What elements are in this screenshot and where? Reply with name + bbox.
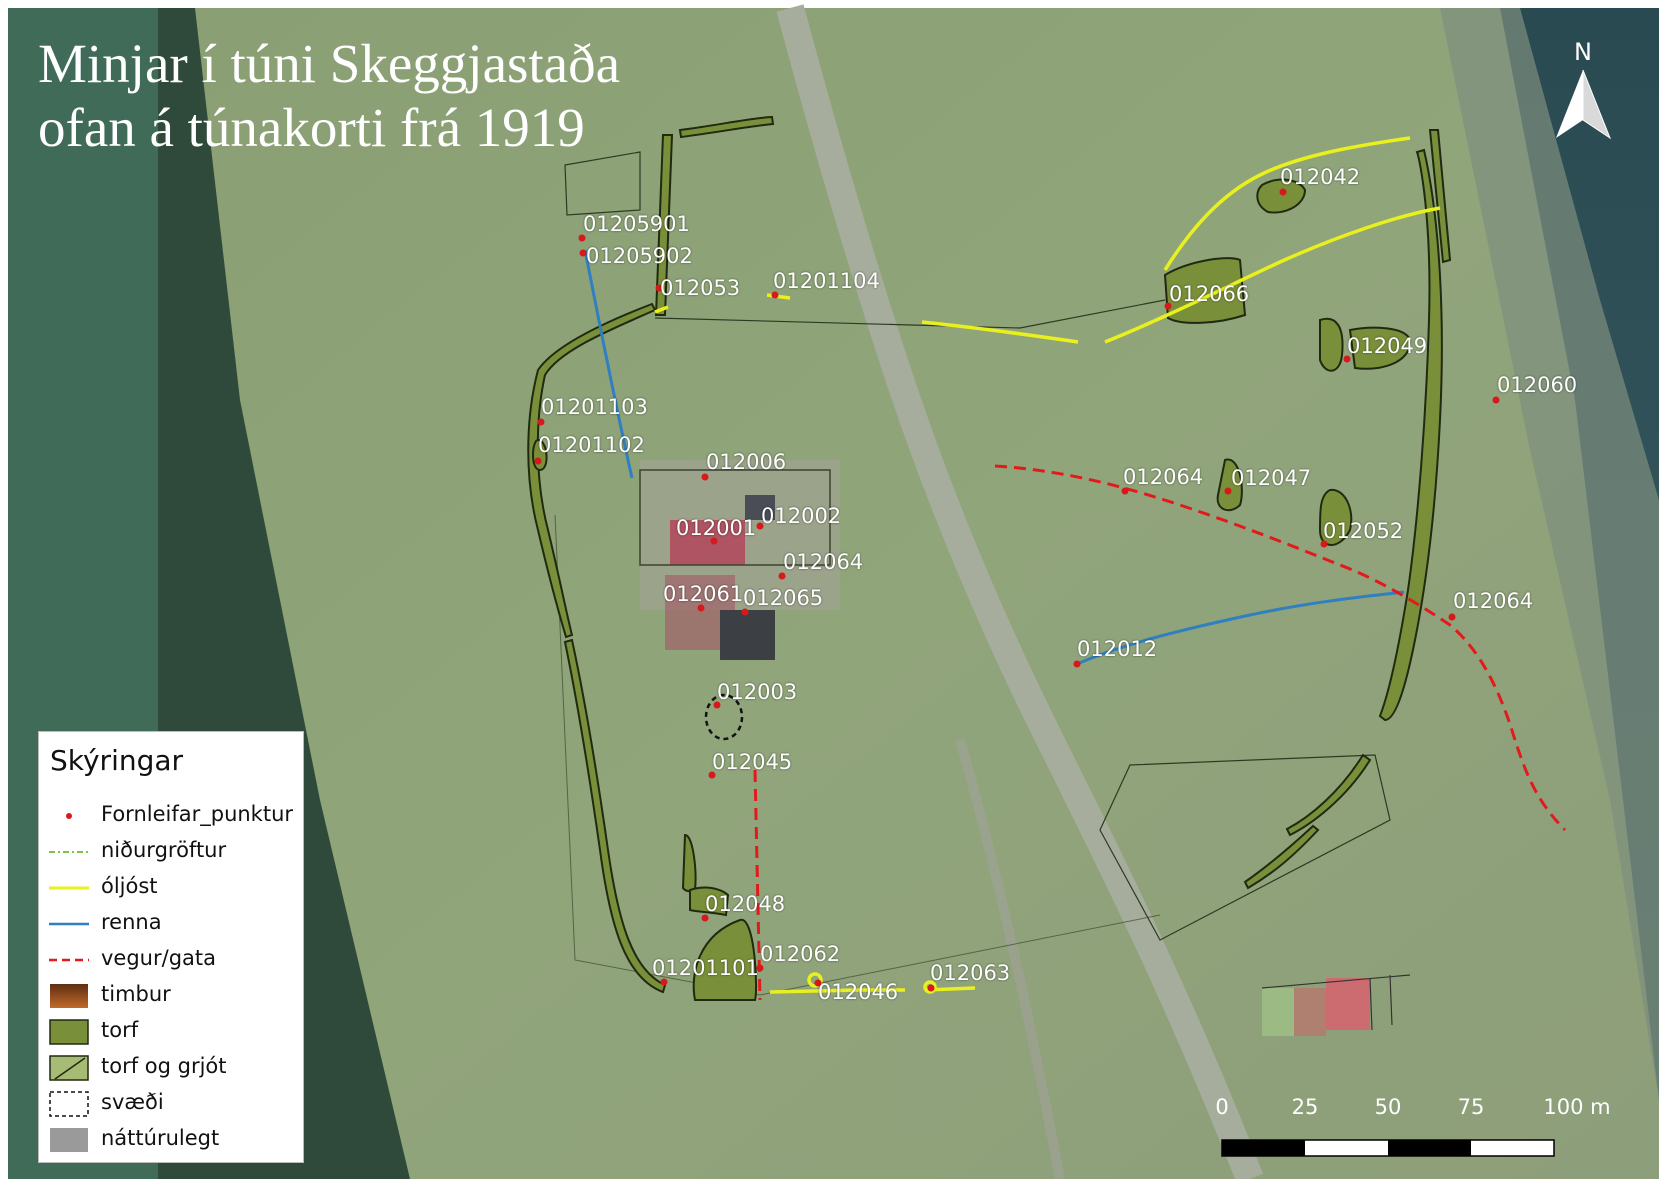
site-label[interactable]: 012053 [660, 276, 741, 300]
roof-red [670, 520, 745, 565]
legend-title: Skýringar [50, 744, 184, 777]
site-label[interactable]: 012064 [783, 550, 864, 574]
map-title-line-1: Minjar í túni Skeggjastaða [38, 33, 620, 94]
naturulegt-swatch-icon [50, 1128, 88, 1152]
scale-tick-label: 50 [1374, 1095, 1402, 1119]
legend-item-naturulegt: náttúrulegt [49, 1123, 299, 1157]
track [955, 738, 1065, 1179]
site-label[interactable]: 012064 [1453, 589, 1534, 613]
dashdot-line-icon [49, 851, 89, 853]
thin-box [564, 151, 641, 216]
small-building [745, 495, 775, 520]
site-label[interactable]: 01201102 [538, 433, 645, 457]
site-label[interactable]: 012049 [1347, 334, 1428, 358]
blue-line-icon [49, 922, 89, 926]
scale-tick-label: 0 [1215, 1095, 1229, 1119]
site-label[interactable]: 012066 [1169, 282, 1250, 306]
site-label[interactable]: 012063 [930, 961, 1011, 985]
legend-item-svaedi: svæði [49, 1087, 299, 1121]
site-label[interactable]: 012061 [663, 582, 744, 606]
map-title: Minjar í túni Skeggjastaða ofan á túnako… [38, 32, 620, 160]
site-label[interactable]: 012045 [712, 750, 793, 774]
site-label[interactable]: 012065 [743, 586, 824, 610]
legend-label: torf og grjót [101, 1054, 227, 1078]
scale-tick-label: 25 [1291, 1095, 1319, 1119]
site-label[interactable]: 01201104 [773, 269, 880, 293]
site-label[interactable]: 012012 [1077, 637, 1158, 661]
site-label[interactable]: 012001 [676, 516, 757, 540]
legend-item-torf-og-grjot: torf og grjót [49, 1051, 299, 1085]
svaedi-area [704, 693, 744, 741]
site-label[interactable]: 012064 [1123, 465, 1204, 489]
main-road [776, 4, 1264, 1179]
legend-label: renna [101, 910, 162, 934]
scale-tick-label: 75 [1457, 1095, 1485, 1119]
house-dark [720, 610, 775, 660]
site-label[interactable]: 01205902 [586, 244, 693, 268]
scale-bar: 0 25 50 75 100 m [1200, 1095, 1620, 1165]
legend-item-vegur: vegur/gata [49, 943, 299, 977]
point-symbol-icon [66, 813, 72, 819]
legend-label: niðurgröftur [101, 838, 227, 862]
site-label[interactable]: 012002 [761, 504, 842, 528]
legend-item-oljost: óljóst [49, 871, 299, 905]
legend-label: Fornleifar_punktur [101, 802, 294, 826]
legend-item-point: Fornleifar_punktur [49, 799, 299, 833]
legend-label: svæði [101, 1090, 164, 1114]
field-overlay [195, 8, 1659, 1179]
fornleifar-points [534, 188, 1500, 992]
site-label[interactable]: 012048 [705, 892, 786, 916]
cemetery-outline [639, 469, 831, 566]
site-label[interactable]: 012062 [760, 942, 841, 966]
oljost-lines [654, 136, 1441, 994]
torf-walls [527, 115, 1452, 1001]
legend-label: óljóst [101, 874, 158, 898]
site-label[interactable]: 012003 [717, 680, 798, 704]
site-label[interactable]: 012052 [1323, 519, 1404, 543]
scale-bar-graphic [1221, 1139, 1555, 1157]
map-title-line-2: ofan á túnakorti frá 1919 [38, 97, 585, 158]
legend-item-renna: renna [49, 907, 299, 941]
legend-item-nidurgroftur: niðurgröftur [49, 835, 299, 869]
legend-label: torf [101, 1018, 139, 1042]
site-label[interactable]: 012047 [1231, 466, 1312, 490]
shore-zone [1440, 8, 1659, 1100]
thin-line [654, 299, 1166, 329]
north-arrow-shape [1556, 69, 1612, 140]
map-legend: Skýringar Fornleifar_punktur niðurgröftu… [38, 731, 304, 1163]
site-label[interactable]: 01201101 [652, 956, 759, 980]
site-label[interactable]: 01205901 [583, 212, 690, 236]
site-label[interactable]: 012060 [1497, 373, 1578, 397]
thin-boundary [554, 514, 1161, 996]
site-label[interactable]: 01201103 [541, 395, 648, 419]
site-label[interactable]: 012006 [706, 450, 787, 474]
renna-lines [583, 249, 1405, 666]
north-label: N [1574, 38, 1592, 66]
vegur-lines [753, 464, 1567, 1001]
scale-tick-label: 100 m [1543, 1095, 1611, 1119]
legend-item-torf: torf [49, 1015, 299, 1049]
torf-swatch-icon [49, 1019, 89, 1045]
legend-label: timbur [101, 982, 171, 1006]
red-dashed-line-icon [49, 958, 89, 962]
torf-grjot-swatch-icon [49, 1055, 89, 1081]
legend-item-timbur: timbur [49, 979, 299, 1013]
site-label[interactable]: 012046 [818, 980, 899, 1004]
old-map-table [1261, 974, 1411, 1036]
legend-label: vegur/gata [101, 946, 216, 970]
site-label[interactable]: 012042 [1280, 165, 1361, 189]
legend-label: náttúrulegt [101, 1126, 220, 1150]
timbur-swatch-icon [50, 984, 88, 1008]
thin-polygon [1099, 754, 1391, 941]
north-arrow-icon: N [1548, 38, 1618, 148]
yellow-line-icon [49, 886, 89, 890]
svaedi-swatch-icon [49, 1091, 89, 1117]
